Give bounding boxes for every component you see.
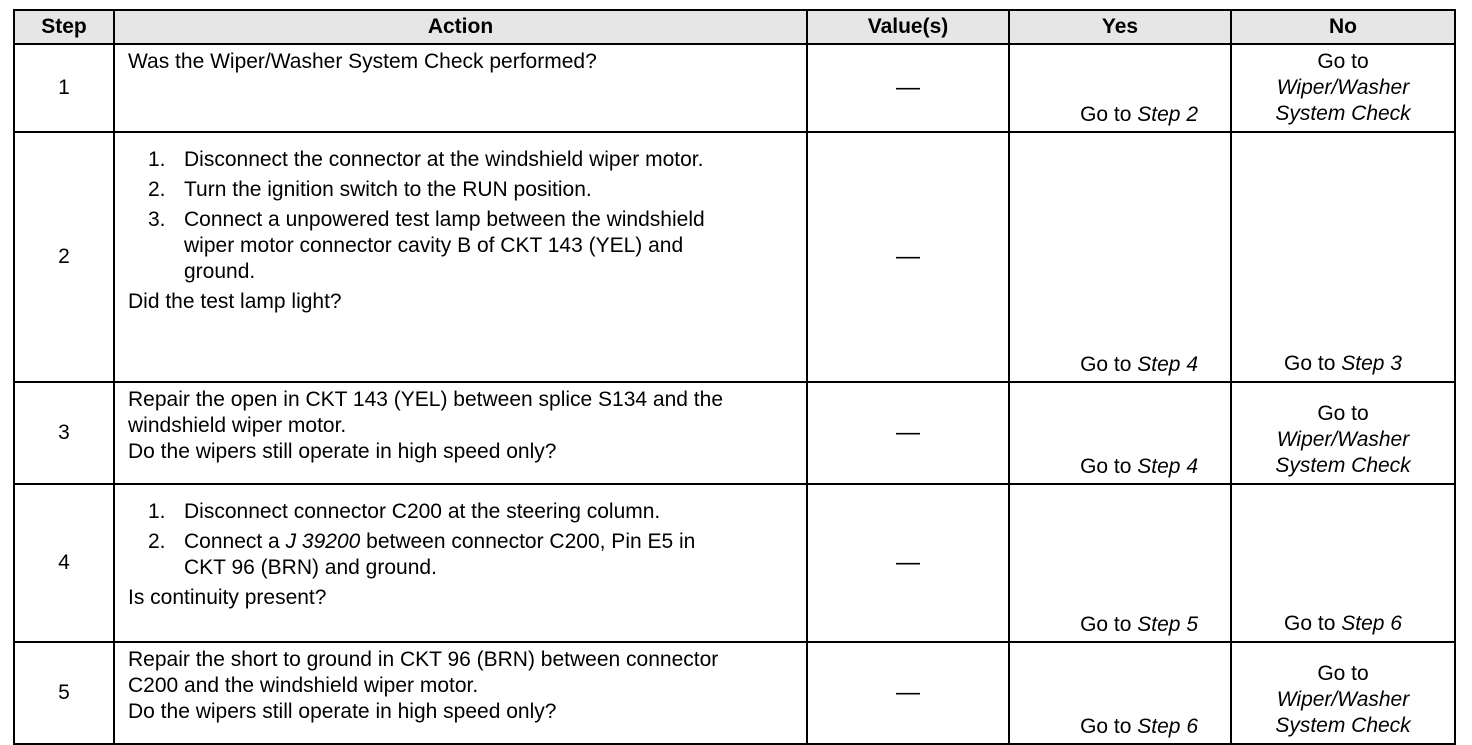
header-action: Action	[113, 9, 808, 45]
yes-cell: Go to Step 4	[1008, 381, 1232, 485]
yes-prefix: Go to	[1080, 715, 1138, 738]
yes-cell: Go to Step 5	[1008, 483, 1232, 643]
sub-item-text-post: between connector C200, Pin E5 in CKT 96…	[184, 530, 696, 579]
no-ref-line-2[interactable]: System Check	[1275, 102, 1411, 125]
sub-item-number: 2.	[148, 530, 166, 553]
step-number: 3	[13, 381, 115, 485]
yes-prefix: Go to	[1080, 103, 1138, 126]
step-number: 2	[13, 131, 115, 383]
action-text: Repair the open in CKT 143 (YEL) between…	[128, 388, 723, 437]
sub-item-text: Disconnect connector C200 at the steerin…	[184, 500, 661, 523]
action-sub-item: 2. Turn the ignition switch to the RUN po…	[128, 177, 793, 203]
yes-prefix: Go to	[1080, 613, 1138, 636]
action-cell: 1. Disconnect the connector at the windsh…	[113, 131, 808, 383]
no-cell: Go to Wiper/Washer System Check	[1230, 381, 1456, 485]
yes-step-link[interactable]: Step 2	[1137, 103, 1198, 126]
no-ref-line-2[interactable]: System Check	[1275, 454, 1411, 477]
no-cell: Go to Wiper/Washer System Check	[1230, 641, 1456, 745]
tool-reference: J 39200	[285, 530, 361, 553]
table-row-step-3: 3 Repair the open in CKT 143 (YEL) betwe…	[13, 381, 1456, 485]
value-cell: —	[806, 43, 1010, 133]
no-cell: Go to Step 6	[1230, 483, 1456, 643]
no-ref-line-1[interactable]: Wiper/Washer	[1276, 688, 1410, 711]
action-cell: Repair the short to ground in CKT 96 (BR…	[113, 641, 808, 745]
sub-item-number: 2.	[148, 178, 166, 201]
action-text: Repair the short to ground in CKT 96 (BR…	[128, 648, 719, 697]
yes-prefix: Go to	[1080, 353, 1138, 376]
step-number: 1	[13, 43, 115, 133]
value-dash: —	[896, 679, 920, 706]
yes-cell: Go to Step 6	[1008, 641, 1232, 745]
action-question: Do the wipers still operate in high spee…	[128, 440, 557, 463]
sub-item-number: 3.	[148, 208, 166, 231]
action-question: Do the wipers still operate in high spee…	[128, 700, 557, 723]
value-cell: —	[806, 381, 1010, 485]
no-prefix: Go to	[1284, 612, 1342, 635]
value-dash: —	[896, 419, 920, 446]
no-ref-line-2[interactable]: System Check	[1275, 714, 1411, 737]
sub-item-text: Disconnect the connector at the windshie…	[184, 148, 704, 171]
action-cell: 1. Disconnect connector C200 at the steer…	[113, 483, 808, 643]
sub-item-number: 1.	[148, 148, 166, 171]
no-cell: Go to Step 3	[1230, 131, 1456, 383]
no-prefix: Go to	[1317, 50, 1369, 73]
table-row-step-1: 1 Was the Wiper/Washer System Check perf…	[13, 43, 1456, 133]
header-values: Value(s)	[806, 9, 1010, 45]
value-dash: —	[896, 549, 920, 576]
yes-step-link[interactable]: Step 5	[1137, 613, 1198, 636]
sub-item-number: 1.	[148, 500, 166, 523]
no-step-link[interactable]: Step 3	[1341, 352, 1402, 375]
step-number: 4	[13, 483, 115, 643]
action-sub-item: 2. Connect a J 39200 between connector C2…	[128, 529, 793, 581]
action-sub-item: 1. Disconnect the connector at the windsh…	[128, 147, 793, 173]
no-prefix: Go to	[1317, 662, 1369, 685]
action-sub-item: 3. Connect a unpowered test lamp between …	[128, 207, 793, 285]
step-number: 5	[13, 641, 115, 745]
sub-item-text-pre: Connect a	[184, 530, 286, 553]
action-question: Did the test lamp light?	[128, 290, 342, 313]
action-cell: Was the Wiper/Washer System Check perfor…	[113, 43, 808, 133]
yes-step-link[interactable]: Step 4	[1137, 455, 1198, 478]
action-sub-item: 1. Disconnect connector C200 at the steer…	[128, 499, 793, 525]
no-ref-line-1[interactable]: Wiper/Washer	[1276, 428, 1410, 451]
table-row-step-5: 5 Repair the short to ground in CKT 96 (…	[13, 641, 1456, 745]
no-prefix: Go to	[1284, 352, 1342, 375]
sub-item-text: Turn the ignition switch to the RUN posi…	[184, 178, 592, 201]
header-step: Step	[13, 9, 115, 45]
table-row-step-2: 2 1. Disconnect the connector at the wind…	[13, 131, 1456, 383]
yes-prefix: Go to	[1080, 455, 1138, 478]
yes-step-link[interactable]: Step 4	[1137, 353, 1198, 376]
action-cell: Repair the open in CKT 143 (YEL) between…	[113, 381, 808, 485]
sub-item-text: Connect a unpowered test lamp between th…	[184, 208, 705, 283]
yes-step-link[interactable]: Step 6	[1137, 715, 1198, 738]
value-cell: —	[806, 131, 1010, 383]
action-text: Was the Wiper/Washer System Check perfor…	[128, 50, 597, 73]
yes-cell: Go to Step 2	[1008, 43, 1232, 133]
value-dash: —	[896, 74, 920, 101]
header-yes: Yes	[1008, 9, 1232, 45]
header-row: Step Action Value(s) Yes No	[13, 9, 1456, 45]
no-prefix: Go to	[1317, 402, 1369, 425]
no-ref-line-1[interactable]: Wiper/Washer	[1276, 76, 1410, 99]
no-step-link[interactable]: Step 6	[1341, 612, 1402, 635]
value-dash: —	[896, 243, 920, 270]
no-cell: Go to Wiper/Washer System Check	[1230, 43, 1456, 133]
value-cell: —	[806, 641, 1010, 745]
sub-item-text: Connect a J 39200 between connector C200…	[184, 529, 704, 581]
header-no: No	[1230, 9, 1456, 45]
action-question: Is continuity present?	[128, 586, 327, 609]
yes-cell: Go to Step 4	[1008, 131, 1232, 383]
value-cell: —	[806, 483, 1010, 643]
diagnostic-table: Step Action Value(s) Yes No 1 Was the Wi…	[13, 9, 1456, 745]
table-row-step-4: 4 1. Disconnect connector C200 at the ste…	[13, 483, 1456, 643]
